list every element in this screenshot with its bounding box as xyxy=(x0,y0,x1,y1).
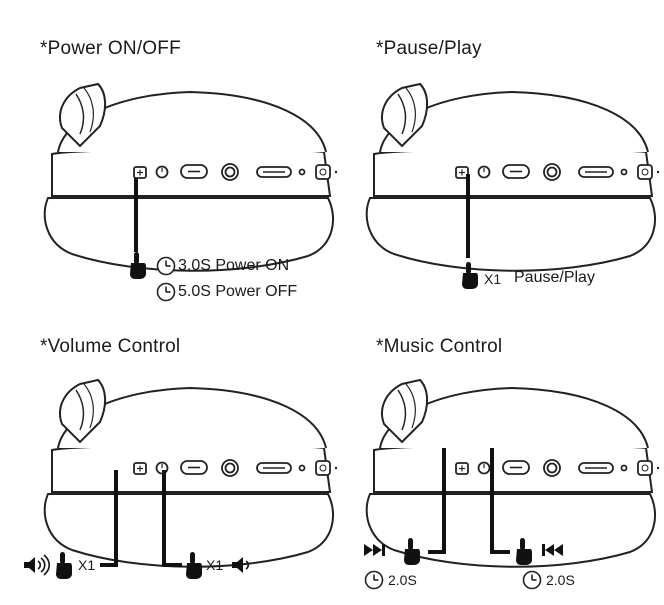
power-off-label: 5.0S Power OFF xyxy=(178,283,298,300)
panel-title-music: *Music Control xyxy=(376,336,503,357)
previous-track-icon xyxy=(542,544,563,556)
pause-press-count: X1 xyxy=(484,271,502,287)
volume-down-icon xyxy=(232,557,250,573)
pointing-finger-icon xyxy=(56,552,72,579)
panel-title-volume: *Volume Control xyxy=(40,336,181,357)
next-leader-line xyxy=(428,448,446,554)
clock-icon xyxy=(522,570,542,590)
volume-down-leader-line xyxy=(162,470,182,567)
prev-leader-line xyxy=(490,448,510,554)
headphone-icon-volume xyxy=(43,379,339,568)
prev-hold-time: 2.0S xyxy=(546,572,575,588)
next-hold-time: 2.0S xyxy=(388,572,417,588)
headphone-icon-power xyxy=(43,83,339,272)
volume-up-leader-line xyxy=(100,470,118,567)
clock-icon xyxy=(156,282,176,302)
power-on-label: 3.0S Power ON xyxy=(178,257,290,274)
next-track-icon xyxy=(364,544,385,556)
panel-title-pause: *Pause/Play xyxy=(376,38,482,59)
clock-icon xyxy=(364,570,384,590)
panel-title-power: *Power ON/OFF xyxy=(40,38,181,59)
clock-icon xyxy=(156,256,176,276)
headphone-icon-pause xyxy=(365,83,661,272)
volume-down-press-count: X1 xyxy=(206,557,224,573)
volume-up-press-count: X1 xyxy=(78,557,96,573)
volume-up-icon xyxy=(24,554,51,576)
pause-action-label: Pause/Play xyxy=(514,269,595,286)
